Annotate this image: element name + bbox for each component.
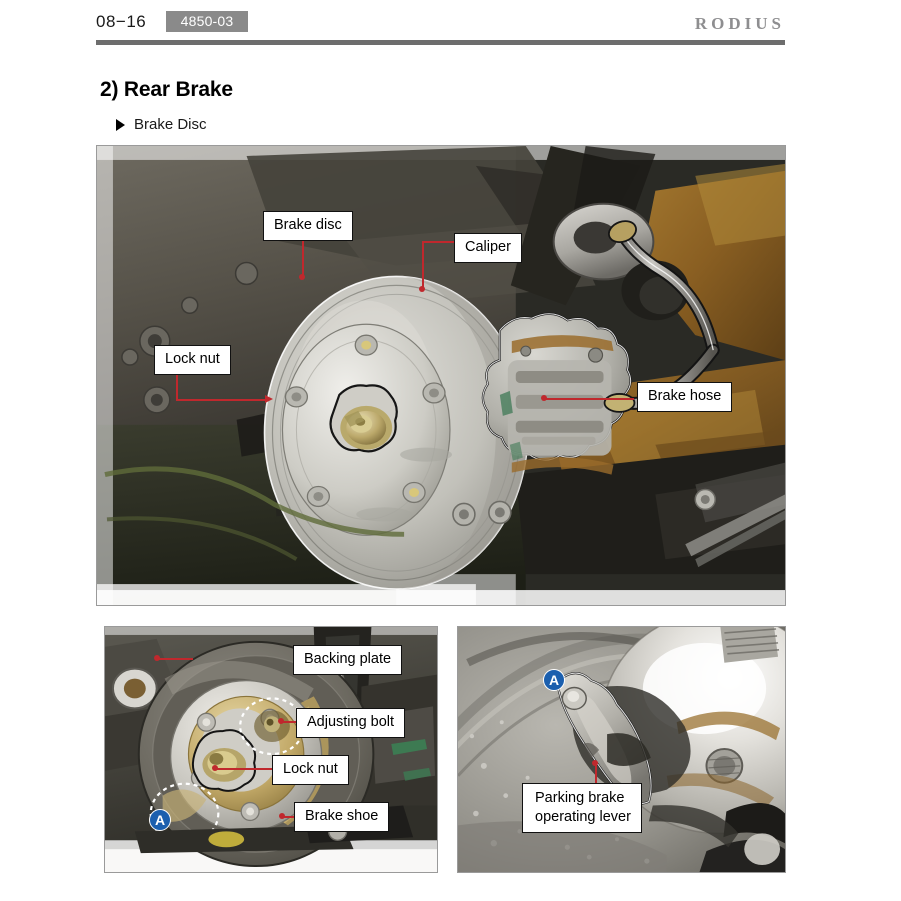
header-rule [96, 40, 785, 45]
subsection-heading: Brake Disc [116, 116, 207, 133]
rear-brake-disc-assembly-photo [96, 145, 786, 606]
callout-adjusting-bolt: Adjusting bolt [296, 708, 406, 738]
page-header: 08−16 4850-03 RODIUS [0, 0, 901, 52]
main-photo-graphic [97, 146, 785, 605]
parking-brake-lever-detail-photo: A [457, 626, 786, 873]
leader-line-caliper-v [422, 241, 424, 289]
leader-line-locknut-v [176, 361, 178, 401]
page-title: 2) Rear Brake [100, 78, 233, 101]
leader-dot-adjusting-bolt [278, 718, 284, 724]
callout-backing-plate: Backing plate [293, 645, 403, 675]
leader-line-locknut-h [176, 399, 268, 401]
leader-dot-caliper [419, 286, 425, 292]
brand-logo: RODIUS [694, 14, 785, 33]
rear-brake-backing-plate-photo: A [104, 626, 438, 873]
callout-lock-nut-bottom-left: Lock nut [272, 755, 349, 785]
callout-parking-brake-lever: Parking brake operating lever [522, 783, 642, 834]
callout-lock-nut-main: Lock nut [154, 345, 231, 375]
leader-dot-brake-disc [299, 274, 305, 280]
bottom-right-photo-graphic [458, 627, 785, 872]
leader-dot-brake-hose [541, 395, 547, 401]
leader-dot-parking-brake-lever [592, 760, 598, 766]
reference-marker-a-bottom-right: A [543, 669, 565, 691]
callout-brake-hose: Brake hose [637, 382, 733, 412]
triangle-bullet-icon [116, 118, 125, 131]
subsection-label: Brake Disc [134, 116, 207, 133]
reference-marker-a-bottom-left: A [149, 809, 171, 831]
leader-arrow-locknut [265, 395, 273, 403]
callout-brake-shoe: Brake shoe [294, 802, 390, 832]
page-number: 08−16 [96, 12, 147, 31]
callout-brake-disc: Brake disc [263, 211, 353, 241]
leader-line-lock-nut-bl [215, 768, 279, 770]
leader-dot-lock-nut-bl [212, 765, 218, 771]
leader-dot-backing-plate [154, 655, 160, 661]
leader-dot-brake-shoe [279, 813, 285, 819]
leader-line-caliper-h [422, 241, 460, 243]
document-code-badge: 4850-03 [166, 11, 248, 32]
callout-caliper: Caliper [454, 233, 522, 263]
leader-line-brake-disc [302, 232, 304, 276]
leader-line-brake-hose [544, 398, 634, 400]
leader-line-adjusting-bolt [281, 721, 309, 723]
leader-line-backing-plate [157, 658, 193, 660]
